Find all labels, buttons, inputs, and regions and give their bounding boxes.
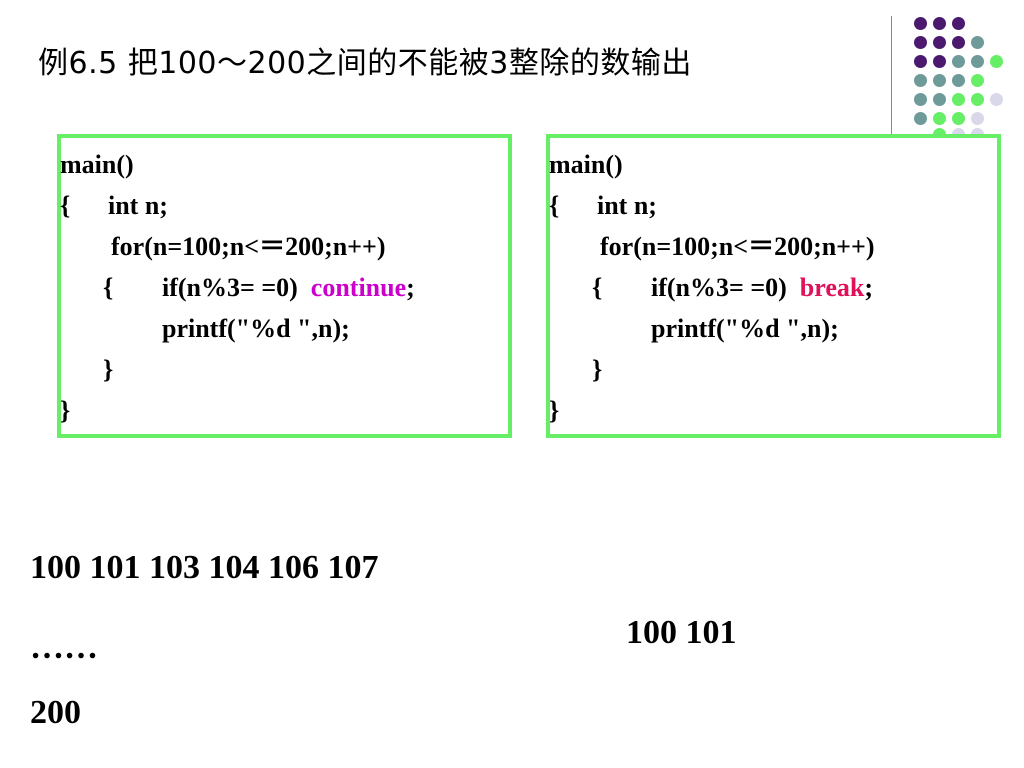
code-line-main: main() bbox=[60, 150, 134, 179]
code-brace-open: { bbox=[549, 191, 560, 220]
code-line-printf: printf("%d ",n); bbox=[651, 314, 839, 343]
code-brace-close-inner: } bbox=[103, 355, 114, 384]
code-line-decl: int n; bbox=[108, 191, 168, 220]
dot-icon bbox=[914, 36, 927, 49]
dot-icon bbox=[952, 74, 965, 87]
code-box-continue bbox=[57, 134, 512, 438]
code-brace-close-inner: } bbox=[592, 355, 603, 384]
output-break-line1: 100 101 bbox=[626, 614, 737, 651]
code-line-printf: printf("%d ",n); bbox=[162, 314, 350, 343]
code-semicolon: ; bbox=[406, 273, 415, 302]
code-box-break bbox=[546, 134, 1001, 438]
dot-icon bbox=[914, 112, 927, 125]
slide-title: 例6.5 把100～200之间的不能被3整除的数输出 bbox=[38, 46, 692, 81]
code-line-main: main() bbox=[549, 150, 623, 179]
dot-icon bbox=[952, 36, 965, 49]
dot-icon bbox=[933, 112, 946, 125]
dot-icon bbox=[971, 93, 984, 106]
code-if-text: if(n%3= =0) bbox=[162, 273, 298, 302]
dot-icon bbox=[933, 74, 946, 87]
dot-icon bbox=[971, 36, 984, 49]
keyword-continue: continue bbox=[310, 273, 407, 302]
dot-icon bbox=[914, 93, 927, 106]
dot-icon bbox=[971, 112, 984, 125]
dot-icon bbox=[914, 55, 927, 68]
dot-icon bbox=[971, 55, 984, 68]
code-line-if: if(n%3= =0) break; bbox=[651, 275, 873, 301]
dot-icon bbox=[933, 55, 946, 68]
code-line-for: for(n=100;n<＝200;n++) bbox=[600, 232, 875, 261]
dot-icon bbox=[914, 17, 927, 30]
code-brace-close: } bbox=[60, 396, 71, 425]
code-semicolon: ; bbox=[864, 273, 873, 302]
code-brace-open-inner: { bbox=[592, 273, 603, 302]
output-continue-ellipsis: …… bbox=[30, 629, 98, 666]
code-brace-open-inner: { bbox=[103, 273, 114, 302]
dot-icon bbox=[933, 17, 946, 30]
output-continue-line3: 200 bbox=[30, 694, 81, 731]
dot-icon bbox=[933, 93, 946, 106]
dot-icon bbox=[971, 74, 984, 87]
dot-icon bbox=[952, 112, 965, 125]
dot-icon bbox=[952, 93, 965, 106]
dot-icon bbox=[914, 74, 927, 87]
dot-icon bbox=[933, 36, 946, 49]
divider-line bbox=[891, 16, 892, 134]
code-line-decl: int n; bbox=[597, 191, 657, 220]
code-line-for: for(n=100;n<＝200;n++) bbox=[111, 232, 386, 261]
dot-icon bbox=[952, 55, 965, 68]
code-brace-close: } bbox=[549, 396, 560, 425]
code-line-if: if(n%3= =0) continue; bbox=[162, 275, 415, 301]
code-if-text: if(n%3= =0) bbox=[651, 273, 787, 302]
dot-icon bbox=[990, 55, 1003, 68]
output-continue-line1: 100 101 103 104 106 107 bbox=[30, 549, 379, 586]
dot-icon bbox=[990, 93, 1003, 106]
code-brace-open: { bbox=[60, 191, 71, 220]
dot-icon bbox=[952, 17, 965, 30]
keyword-break: break bbox=[799, 273, 865, 302]
